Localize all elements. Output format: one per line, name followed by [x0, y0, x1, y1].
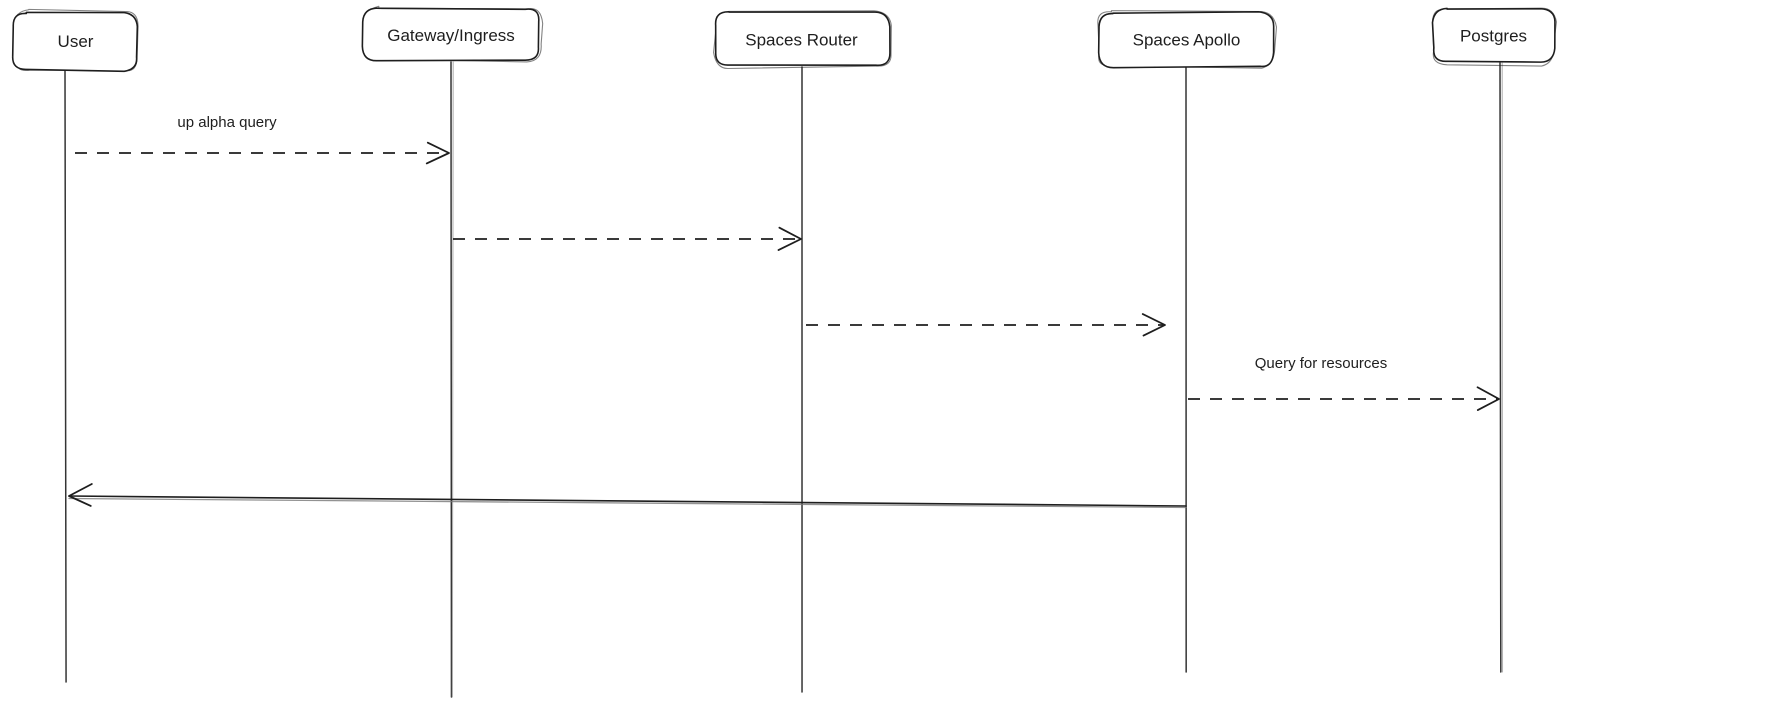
- message-label: Query for resources: [1255, 355, 1388, 372]
- message-line-solid: [68, 495, 1187, 507]
- participant-label-gateway: Gateway/Ingress: [387, 26, 515, 45]
- message-msg-1[interactable]: up alpha query: [75, 114, 450, 165]
- message-msg-2[interactable]: [453, 226, 802, 251]
- arrowhead-icon: [68, 483, 93, 507]
- participant-box-outline: [714, 11, 891, 67]
- lifelines-layer: [64, 61, 1504, 698]
- participant-label-spaces-router: Spaces Router: [745, 30, 858, 49]
- participant-box-outline: [1431, 7, 1556, 63]
- arrowhead-icon: [1141, 313, 1166, 337]
- participant-spaces-router[interactable]: Spaces Router: [713, 10, 892, 70]
- message-msg-4[interactable]: Query for resources: [1188, 355, 1500, 411]
- message-line-sketch: [68, 497, 1187, 509]
- message-msg-3[interactable]: [806, 313, 1166, 337]
- arrowhead-icon: [1476, 386, 1500, 411]
- participant-label-spaces-apollo: Spaces Apollo: [1133, 30, 1241, 49]
- participant-box-outline: [361, 7, 540, 62]
- arrowhead-icon: [777, 226, 802, 251]
- message-label: up alpha query: [177, 114, 277, 131]
- lifeline-gateway: [450, 61, 454, 698]
- participant-gateway[interactable]: Gateway/Ingress: [361, 5, 544, 63]
- participant-spaces-apollo[interactable]: Spaces Apollo: [1097, 10, 1278, 69]
- participant-box-outline: [1097, 10, 1275, 69]
- arrowhead-icon: [425, 141, 450, 165]
- participant-label-user: User: [58, 32, 94, 51]
- lifeline-user: [64, 69, 67, 683]
- participant-postgres[interactable]: Postgres: [1431, 7, 1557, 67]
- participant-box-outline: [11, 11, 139, 73]
- participants-layer: User Gateway/Ingress Spaces Router Spaces A…: [11, 5, 1557, 73]
- participant-user[interactable]: User: [11, 8, 139, 73]
- message-msg-5[interactable]: [68, 483, 1187, 509]
- lifeline-postgres: [1499, 62, 1504, 673]
- participant-label-postgres: Postgres: [1460, 26, 1527, 45]
